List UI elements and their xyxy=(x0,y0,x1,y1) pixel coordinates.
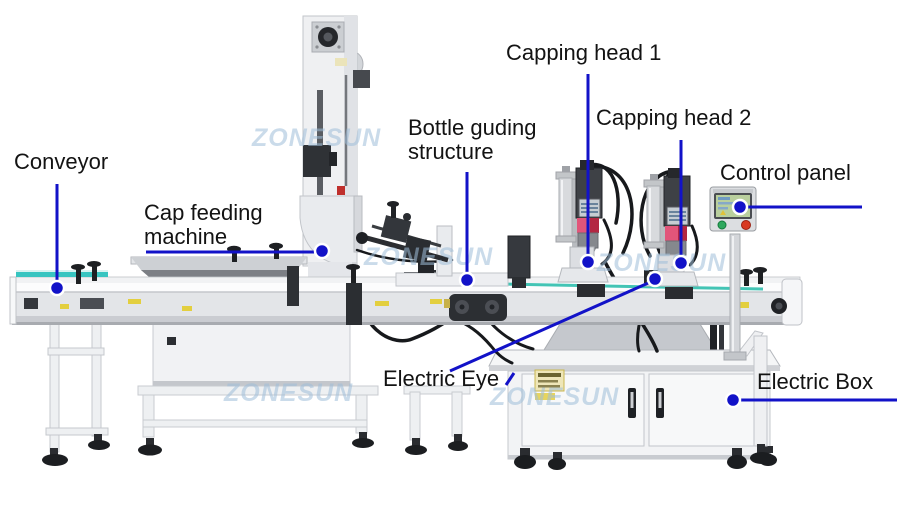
electric-eye-anchor-dot xyxy=(646,270,664,288)
label-capping-head-1: Capping head 1 xyxy=(506,40,662,65)
conveyor-mid-legs xyxy=(403,385,471,455)
control-panel-anchor-dot xyxy=(731,198,749,216)
bottle-guiding-anchor-dot xyxy=(458,271,476,289)
cap-feeding-anchor-dot xyxy=(313,242,331,260)
label-capping-head-2: Capping head 2 xyxy=(596,105,752,130)
label-conveyor: Conveyor xyxy=(14,149,109,174)
cap-feeding-tower xyxy=(299,15,370,288)
capping-head-1-anchor-dot xyxy=(579,253,597,271)
electric-eye-leader-tick xyxy=(504,372,516,386)
label-control-panel: Control panel xyxy=(720,160,851,185)
bottle-guiding-structure xyxy=(356,201,531,321)
conveyor-anchor-dot xyxy=(48,279,66,297)
cap-feeder-cabinet xyxy=(137,321,379,456)
label-electric-eye: Electric Eye xyxy=(383,366,500,391)
conveyor-left-legs xyxy=(42,323,110,466)
label-bottle-guiding-structure: Bottle guding structure xyxy=(408,115,537,164)
capping-head-2-anchor-dot xyxy=(672,254,690,272)
electric-eye-leader-line xyxy=(449,278,656,373)
electric-box-cabinet xyxy=(488,318,781,470)
label-cap-feeding-machine: Cap feeding machine xyxy=(144,200,263,249)
label-electric-box: Electric Box xyxy=(757,369,874,394)
electric-box-anchor-dot xyxy=(724,391,742,409)
